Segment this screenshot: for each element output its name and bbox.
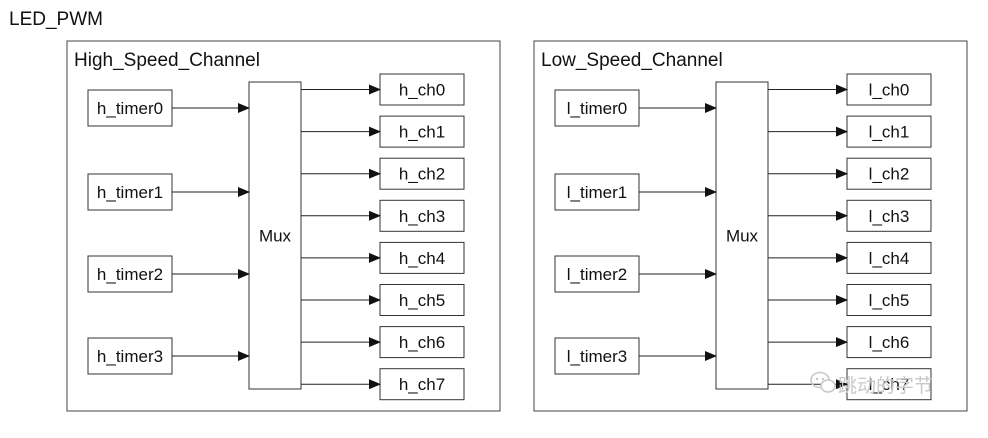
timer-label: h_timer3 (97, 347, 163, 366)
channel-label: h_ch6 (399, 333, 445, 352)
timer-label: h_timer1 (97, 183, 163, 202)
channel-label: h_ch7 (399, 375, 445, 394)
timer-label: l_timer3 (567, 347, 627, 366)
mux-block (248, 81, 302, 390)
channel-box (379, 284, 465, 316)
channel-box (846, 73, 932, 106)
channel-label: l_ch7 (869, 375, 910, 394)
channel-box (846, 199, 932, 232)
channel-box (379, 368, 465, 401)
timer-box (87, 89, 173, 127)
channel-label: h_ch3 (399, 207, 445, 226)
diagram-title: LED_PWM (9, 9, 103, 30)
channel-label: h_ch5 (399, 291, 445, 310)
timer-box (554, 337, 640, 375)
channel-box (846, 115, 932, 148)
channel-label: l_ch0 (869, 81, 910, 100)
group-title: High_Speed_Channel (74, 50, 260, 71)
channel-label: l_ch4 (869, 249, 910, 268)
timer-label: h_timer2 (97, 265, 163, 284)
watermark-text: 跳动的字节 (838, 375, 933, 397)
timer-box (554, 173, 640, 211)
channel-label: h_ch1 (399, 123, 445, 142)
channel-label: l_ch1 (869, 123, 910, 142)
timer-label: h_timer0 (97, 99, 163, 118)
timer-label: l_timer2 (567, 265, 627, 284)
mux-label: Mux (726, 227, 759, 246)
channel-label: l_ch6 (869, 333, 910, 352)
channel-box (379, 326, 465, 359)
mux-label: Mux (259, 227, 292, 246)
channel-label: h_ch4 (399, 249, 445, 268)
channel-box (379, 115, 465, 148)
wechat-icon (810, 371, 836, 393)
mux-block (715, 81, 769, 390)
timer-box (554, 89, 640, 127)
channel-label: l_ch3 (869, 207, 910, 226)
watermark: 跳动的字节 (810, 371, 933, 397)
channel-label: h_ch0 (399, 81, 445, 100)
channel-box (846, 157, 932, 190)
channel-box (846, 241, 932, 274)
timer-label: l_timer0 (567, 99, 627, 118)
channel-label: l_ch5 (869, 291, 910, 310)
channel-box (379, 157, 465, 190)
timer-box (87, 337, 173, 375)
group-title: Low_Speed_Channel (541, 50, 723, 71)
channel-label: l_ch2 (869, 165, 910, 184)
channel-box (379, 73, 465, 106)
channel-label: h_ch2 (399, 165, 445, 184)
timer-label: l_timer1 (567, 183, 627, 202)
channel-box (379, 241, 465, 274)
channel-box (379, 199, 465, 232)
